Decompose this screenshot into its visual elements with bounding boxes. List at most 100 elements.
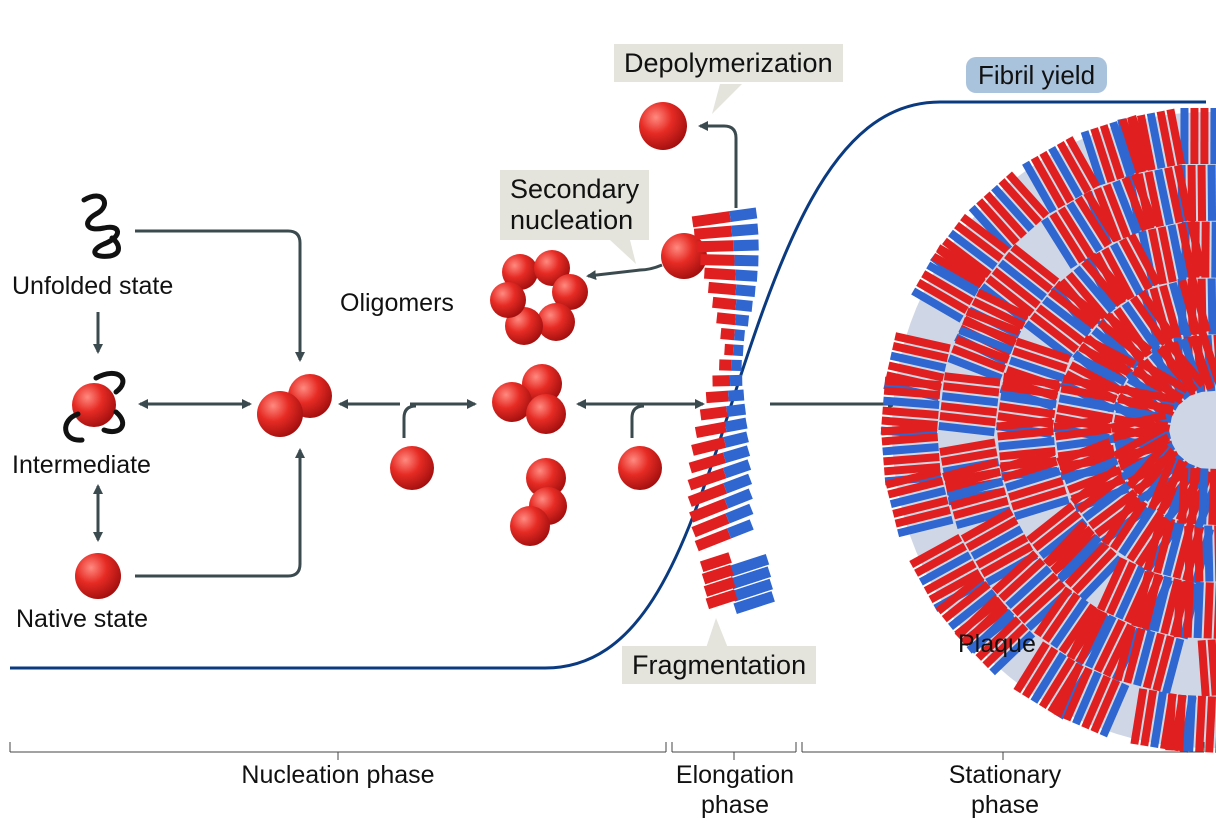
strand-block: [976, 198, 1020, 246]
strand-block: [691, 211, 731, 228]
strand-block: [1090, 678, 1121, 734]
strand-block: [1065, 136, 1101, 189]
strand-block: [1118, 505, 1156, 557]
strand-block: [1211, 221, 1216, 278]
strand-block: [889, 351, 947, 372]
strand-block: [1049, 211, 1087, 264]
strand-block: [1062, 374, 1119, 393]
tetramer-icon: [492, 364, 566, 434]
strand-block: [1205, 696, 1216, 753]
strand-block: [1168, 281, 1192, 339]
strand-block: [1150, 575, 1173, 633]
oligomers-label: Oligomers: [340, 289, 454, 317]
strand-block: [724, 417, 748, 433]
strand-block: [928, 569, 982, 604]
strand-block: [727, 519, 754, 539]
strand-block: [1207, 164, 1216, 221]
strand-block: [1080, 130, 1106, 187]
strand-block: [1154, 168, 1174, 226]
strand-block: [1157, 226, 1177, 283]
strand-block: [1062, 666, 1093, 722]
strand-block: [998, 178, 1042, 226]
trimer-icon: [510, 458, 567, 546]
phase-bracket: [9, 742, 1205, 760]
strand-block: [1039, 150, 1075, 204]
strand-block: [729, 374, 743, 387]
strand-block: [921, 270, 974, 306]
strand-block: [1118, 118, 1144, 174]
strand-block: [1178, 279, 1202, 336]
strand-block: [1003, 372, 1060, 389]
strand-block: [1128, 114, 1154, 171]
strand-block: [720, 328, 736, 341]
strand-block: [719, 359, 732, 371]
strand-block: [1002, 457, 1058, 482]
strand-block: [1065, 271, 1109, 320]
strand-block: [1173, 581, 1184, 638]
strand-block: [999, 448, 1056, 473]
strand-block: [699, 552, 732, 572]
strand-block: [1073, 352, 1127, 386]
strand-block: [1013, 495, 1070, 521]
strand-block: [1008, 476, 1064, 502]
strand-block: [955, 506, 1012, 530]
strand-block: [1015, 337, 1071, 363]
strand-block: [1022, 160, 1057, 214]
strand-block: [735, 299, 753, 312]
strand-block: [997, 259, 1047, 301]
strand-block: [1030, 651, 1067, 704]
elongating-fibril: [687, 207, 759, 552]
strand-block: [954, 335, 1010, 364]
strand-block: [729, 207, 758, 223]
strand-block: [1113, 625, 1136, 682]
strand-block: [724, 488, 753, 509]
strand-block: [731, 223, 759, 237]
strand-block: [882, 406, 939, 419]
strand-block: [1177, 222, 1197, 279]
state-arrows: [93, 121, 898, 578]
strand-block: [1183, 581, 1194, 638]
strand-block: [947, 354, 1003, 383]
strand-block: [1021, 646, 1059, 699]
strand-block: [980, 542, 1034, 578]
strand-block: [1079, 555, 1124, 602]
strand-block: [894, 506, 951, 528]
strand-block: [1119, 385, 1176, 404]
strand-block: [1207, 278, 1216, 335]
strand-block: [997, 427, 1054, 441]
strand-block: [731, 578, 773, 602]
strand-block: [883, 396, 940, 410]
strand-block: [1207, 639, 1216, 696]
strand-block: [940, 448, 998, 466]
strand-block: [909, 533, 963, 569]
strand-block: [1059, 447, 1115, 476]
strand-block: [700, 254, 735, 266]
secondary-nucleation-monomer-icon: [661, 233, 707, 279]
strand-block: [733, 591, 775, 614]
monomer-icon: [390, 446, 434, 490]
strand-block: [1112, 424, 1166, 460]
strand-block: [958, 326, 1014, 355]
strand-block: [1048, 288, 1098, 330]
strand-block: [1090, 127, 1116, 183]
strand-block: [1166, 108, 1186, 166]
strand-block: [1146, 112, 1166, 169]
strand-block: [707, 281, 737, 296]
strand-block: [1162, 637, 1185, 695]
strand-block: [965, 516, 1019, 552]
strand-block: [961, 601, 1008, 647]
stationary-phase-label: Stationary phase: [948, 761, 1062, 819]
strand-block: [942, 382, 1000, 397]
strand-block: [1073, 265, 1116, 314]
strand-block: [1140, 573, 1163, 630]
strand-block: [1066, 605, 1099, 660]
strand-block: [1078, 343, 1132, 377]
strand-block: [914, 542, 968, 577]
strand-block: [1088, 252, 1131, 301]
strand-block: [1042, 592, 1081, 643]
strand-block: [882, 443, 939, 456]
strand-block: [1126, 441, 1169, 489]
depolymerization-callout-pointer: [712, 84, 742, 114]
strand-block: [968, 204, 1013, 252]
strand-block: [705, 589, 738, 610]
